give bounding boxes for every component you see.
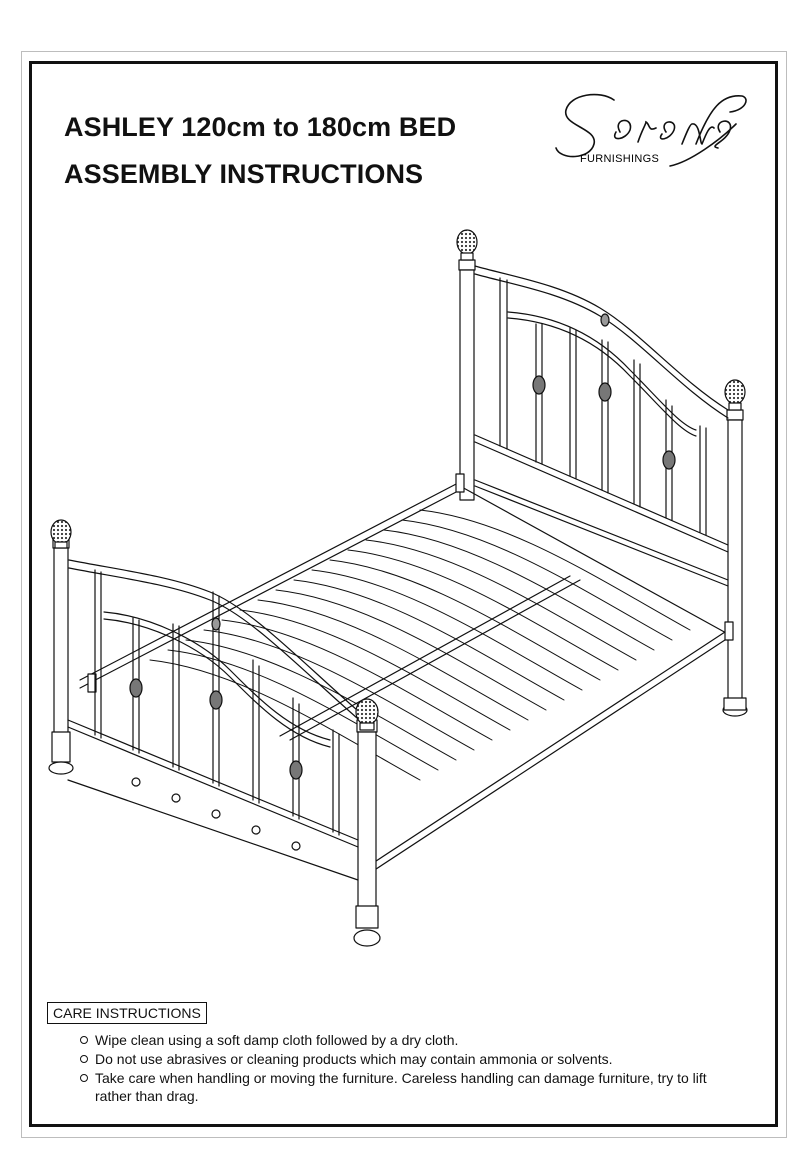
care-item-text: Wipe clean using a soft damp cloth follo… xyxy=(95,1032,459,1048)
document-title: ASHLEY 120cm to 180cm BED xyxy=(64,112,457,142)
page-inner-border xyxy=(29,61,778,1127)
care-instructions-heading: CARE INSTRUCTIONS xyxy=(47,1002,207,1024)
serene-furnishings-logo: FURNISHINGS xyxy=(555,93,747,167)
care-item-text: Do not use abrasives or cleaning product… xyxy=(95,1051,613,1067)
document-subtitle: ASSEMBLY INSTRUCTIONS xyxy=(64,159,424,189)
page-outer-border xyxy=(21,51,787,1138)
bed-frame-illustration xyxy=(48,229,748,947)
care-item-text: Take care when handling or moving the fu… xyxy=(95,1070,707,1104)
circle-bullet-icon xyxy=(80,1074,88,1082)
circle-bullet-icon xyxy=(80,1036,88,1044)
list-item: Do not use abrasives or cleaning product… xyxy=(80,1050,720,1068)
list-item: Take care when handling or moving the fu… xyxy=(80,1069,720,1105)
list-item: Wipe clean using a soft damp cloth follo… xyxy=(80,1031,720,1049)
care-instructions-list: Wipe clean using a soft damp cloth follo… xyxy=(80,1031,720,1106)
circle-bullet-icon xyxy=(80,1055,88,1063)
svg-text:FURNISHINGS: FURNISHINGS xyxy=(580,153,659,165)
